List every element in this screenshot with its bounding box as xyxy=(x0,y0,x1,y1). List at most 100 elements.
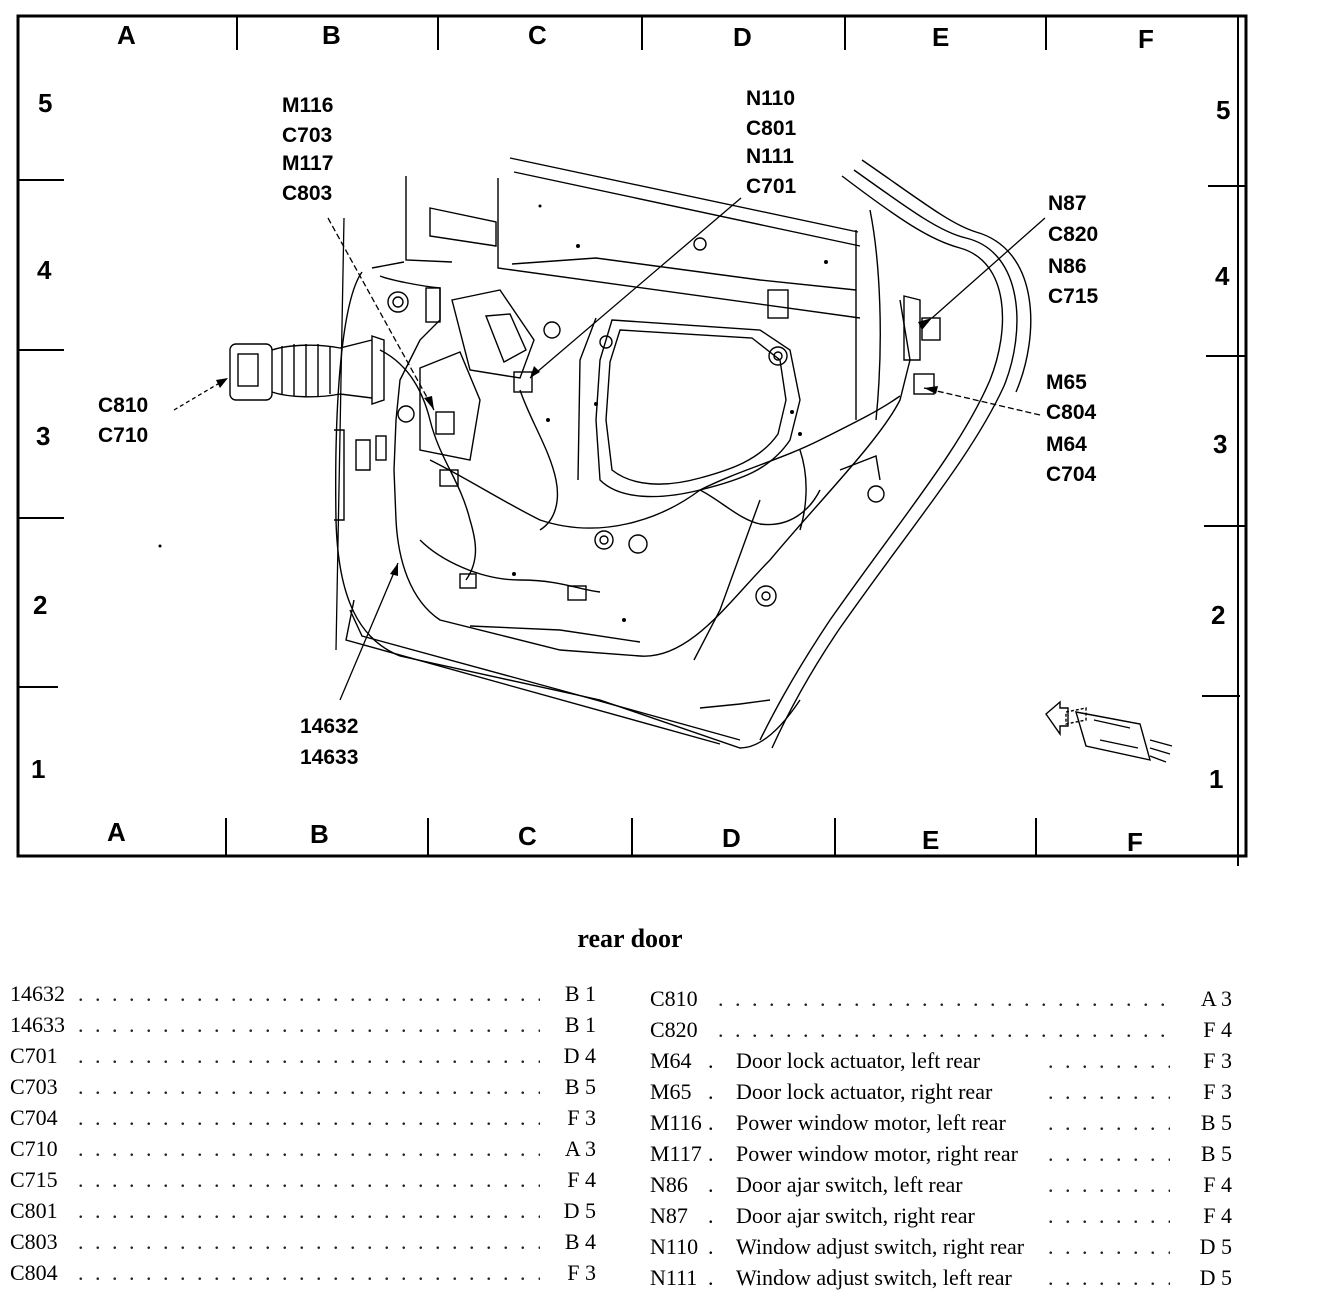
legend-leader-dots: . . . . . . . . . . . . . . . . . . . . … xyxy=(1048,1141,1170,1166)
legend-leader-dots: . . . . . . . . . . . . . . . . . . . . … xyxy=(78,1043,540,1068)
legend-grid-location: B 5 xyxy=(1200,1141,1232,1166)
legend-row: 14632. . . . . . . . . . . . . . . . . .… xyxy=(10,978,610,1009)
legend-grid-location: B 5 xyxy=(1200,1110,1232,1135)
col-label-top-e: E xyxy=(932,22,949,52)
col-label-bottom-b: B xyxy=(310,819,329,849)
callout-n110: N110 xyxy=(746,87,795,110)
legend-row: C801 . . . . . . . . . . . . . . . . . . … xyxy=(10,1195,610,1226)
legend-grid-location: F 3 xyxy=(1203,1048,1232,1073)
callout-c704: C704 xyxy=(1046,463,1097,486)
legend-code: N87 xyxy=(650,1203,688,1228)
callout-c801: C801 xyxy=(746,117,797,140)
legend-grid-location: D 5 xyxy=(1199,1234,1232,1259)
legend-grid-location: A 3 xyxy=(1200,986,1232,1011)
callout-c703: C703 xyxy=(282,124,332,147)
legend-leader-dots: . . . . . . . . . . . . . . . . . . . . … xyxy=(78,1229,540,1254)
legend-grid-location: F 4 xyxy=(1203,1017,1232,1042)
legend-leader-dots: . . . . . . . . . . . . . . . . . . . . … xyxy=(78,1167,540,1192)
legend-code: C820 xyxy=(650,1017,698,1042)
callout-bottom: 14632 14633 xyxy=(300,715,358,769)
row-label-left-4: 4 xyxy=(37,255,52,285)
row-label-right-3: 3 xyxy=(1213,429,1227,459)
legend-leader-dots: . . . . . . . . . . . . . . . . . . . . … xyxy=(1048,1265,1170,1290)
legend-leader-dots: . . . . . . . . . . . . . . . . . . . . … xyxy=(718,986,1170,1011)
legend-separator-dots: . xyxy=(708,1203,714,1228)
legend-code: N86 xyxy=(650,1172,688,1197)
callout-right-upper: N87 C820 N86 C715 xyxy=(1048,192,1099,308)
callout-c810: C810 xyxy=(98,394,148,417)
legend-description: Door lock actuator, right rear xyxy=(736,1079,993,1104)
col-label-top-d: D xyxy=(733,22,752,52)
legend-grid-location: F 4 xyxy=(1203,1203,1232,1228)
legend-leader-dots: . . . . . . . . . . . . . . . . . . . . … xyxy=(78,1136,540,1161)
legend-code: C704 xyxy=(10,1105,58,1130)
legend-code: C804 xyxy=(10,1260,58,1285)
row-label-right-4: 4 xyxy=(1215,261,1230,291)
legend-leader-dots: . . . . . . . . . . . . . . . . . . . . … xyxy=(78,1260,540,1285)
legend-description: Power window motor, left rear xyxy=(736,1110,1006,1135)
callout-n86: N86 xyxy=(1048,255,1087,278)
legend-code: C715 xyxy=(10,1167,58,1192)
right-row-dividers xyxy=(1202,185,1246,697)
legend-leader-dots: . . . . . . . . . . . . . . . . . . . . … xyxy=(78,1074,540,1099)
callout-top-center: N110 C801 N111 C701 xyxy=(746,87,797,198)
legend-code: M64 xyxy=(650,1048,692,1073)
col-label-bottom-d: D xyxy=(722,823,741,853)
callout-m65: M65 xyxy=(1046,371,1087,394)
callout-c820: C820 xyxy=(1048,223,1098,246)
col-label-bottom-f: F xyxy=(1127,827,1143,857)
legend-code: N111 xyxy=(650,1265,698,1290)
legend-code: M116 xyxy=(650,1110,702,1135)
col-label-top-f: F xyxy=(1138,24,1154,54)
row-label-right-5: 5 xyxy=(1216,95,1230,125)
legend-leader-dots: . . . . . . . . . . . . . . . . . . . . … xyxy=(718,1017,1170,1042)
callout-c710: C710 xyxy=(98,424,148,447)
legend-description: Door ajar switch, right rear xyxy=(736,1203,975,1228)
legend-grid-location: F 3 xyxy=(567,1260,596,1285)
callout-top-left: M116 C703 M117 C803 xyxy=(282,94,333,205)
callout-m64: M64 xyxy=(1046,433,1087,456)
col-label-bottom-a: A xyxy=(107,817,126,847)
legend-code: C801 xyxy=(10,1198,58,1223)
col-label-bottom-e: E xyxy=(922,825,939,855)
diagram-title: rear door xyxy=(577,924,683,953)
legend-grid-location: F 4 xyxy=(567,1167,596,1192)
legend-code: C703 xyxy=(10,1074,58,1099)
legend-grid-location: B 1 xyxy=(564,981,596,1006)
legend-code: C803 xyxy=(10,1229,58,1254)
callout-m116: M116 xyxy=(282,94,333,117)
callout-c715: C715 xyxy=(1048,285,1099,308)
legend-grid-location: F 3 xyxy=(1203,1079,1232,1104)
row-label-right-1: 1 xyxy=(1209,764,1223,794)
callout-c804: C804 xyxy=(1046,401,1097,424)
callout-n87: N87 xyxy=(1048,192,1087,215)
legend-row: 14633. . . . . . . . . . . . . . . . . .… xyxy=(10,1009,610,1040)
legend-row: C704 . . . . . . . . . . . . . . . . . . … xyxy=(10,1102,610,1133)
legend-leader-dots: . . . . . . . . . . . . . . . . . . . . … xyxy=(78,1105,540,1130)
legend-code: 14632 xyxy=(10,981,65,1006)
door-illustration xyxy=(229,157,1173,763)
col-label-bottom-c: C xyxy=(518,821,537,851)
legend-leader-dots: . . . . . . . . . . . . . . . . . . . . … xyxy=(1048,1048,1170,1073)
legend-code: N110 xyxy=(650,1234,699,1259)
legend-row: C820 . . . . . . . . . . . . . . . . . . … xyxy=(650,1014,1240,1045)
legend-code: C701 xyxy=(10,1043,58,1068)
legend-leader-dots: . . . . . . . . . . . . . . . . . . . . … xyxy=(78,1012,540,1037)
legend-grid-location: B 4 xyxy=(564,1229,596,1254)
legend-row: C701 . . . . . . . . . . . . . . . . . . … xyxy=(10,1040,610,1071)
legend-leader-dots: . . . . . . . . . . . . . . . . . . . . … xyxy=(78,1198,540,1223)
legend-leader-dots: . . . . . . . . . . . . . . . . . . . . … xyxy=(1048,1234,1170,1259)
row-label-left-2: 2 xyxy=(33,590,47,620)
legend-row: C810. . . . . . . . . . . . . . . . . . … xyxy=(650,983,1240,1014)
legend-code: M65 xyxy=(650,1079,692,1104)
legend-description: Door ajar switch, left rear xyxy=(736,1172,963,1197)
legend-separator-dots: . xyxy=(708,1079,714,1104)
legend-row: C703 . . . . . . . . . . . . . . . . . . … xyxy=(10,1071,610,1102)
legend-grid-location: F 3 xyxy=(567,1105,596,1130)
callout-14633: 14633 xyxy=(300,746,358,769)
legend-grid-location: D 5 xyxy=(1199,1265,1232,1290)
